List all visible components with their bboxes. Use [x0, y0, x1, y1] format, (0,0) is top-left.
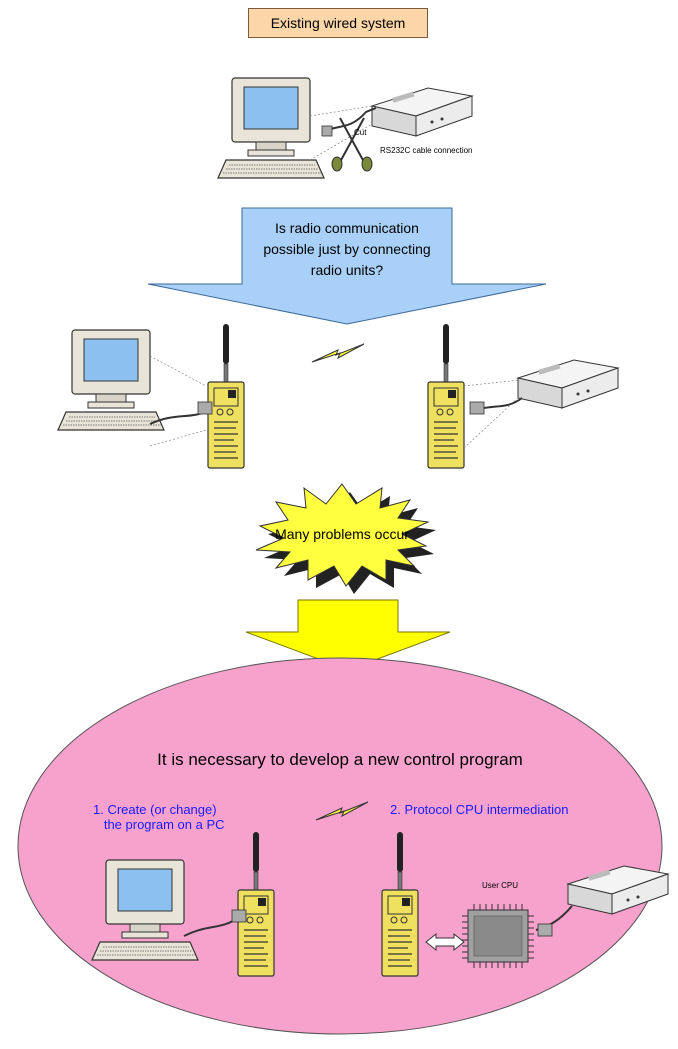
problems-burst: [255, 483, 436, 594]
cpu-label: User CPU: [481, 881, 518, 890]
cpu-chip-icon: [462, 904, 534, 968]
device-radio-icon: [517, 359, 619, 409]
cable-cpu-device: [535, 905, 573, 937]
cable-label: RS232C cable connection: [380, 146, 473, 155]
double-arrow-icon: [425, 932, 465, 952]
down-arrow-yellow: [245, 599, 451, 671]
step2-text: 2. Protocol CPU intermediation: [390, 802, 569, 817]
cable-left: [149, 355, 213, 447]
pc-wired-icon: [217, 77, 325, 179]
burst-label: Many problems occur: [275, 526, 409, 542]
title-box: Existing wired system: [248, 8, 428, 38]
radio-unit-left-icon: [207, 323, 245, 469]
radio-signal-icon: [311, 343, 365, 363]
down-arrow-blue: [147, 207, 547, 325]
pc-radio-icon: [57, 329, 165, 431]
scissors-icon: [331, 117, 373, 172]
pc-program-icon: [91, 859, 199, 961]
cable-wired: [309, 105, 377, 161]
device-wired-icon: [371, 87, 473, 137]
cut-label: Cut: [354, 128, 367, 137]
cable-pc-radio: [183, 909, 247, 937]
conclusion-ellipse: [17, 657, 663, 1035]
radio-unit-right-icon: [427, 323, 465, 469]
cable-right: [463, 379, 523, 449]
question-text: Is radio communication possible just by …: [263, 220, 431, 278]
conclusion-text: It is necessary to develop a new control…: [157, 750, 523, 769]
step1-text: 1. Create (or change) the program on a P…: [93, 802, 225, 832]
